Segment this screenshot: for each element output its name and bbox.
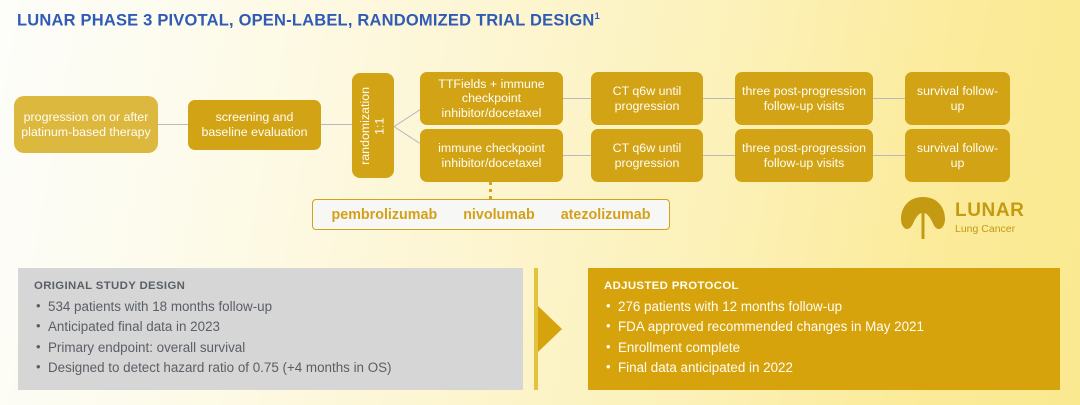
connector-screening-randomization [321,124,352,125]
connector-arm-a-treatment-imaging [563,98,591,99]
drug-pembrolizumab: pembrolizumab [331,206,438,223]
lunar-logo-text: LUNAR Lung Cancer [955,201,1025,235]
panel-divider [534,268,538,390]
transition-arrow-icon [538,306,562,352]
list-item: Anticipated final data in 2023 [34,316,507,337]
list-item: 276 patients with 12 months follow-up [604,296,1044,317]
list-item: Designed to detect hazard ratio of 0.75 … [34,357,507,378]
randomization-label: randomization 1:1 [358,86,387,165]
panel-original-heading: ORIGINAL STUDY DESIGN [34,280,186,292]
flow-box-arm-a-treatment: TTFields + immune checkpoint inhibitor/d… [420,72,563,125]
flow-box-arm-b-treatment: immune checkpoint inhibitor/docetaxel [420,129,563,182]
panel-adjusted-heading: ADJUSTED PROTOCOL [604,280,739,292]
drug-atezolizumab: atezolizumab [560,206,651,223]
flow-box-arm-a-imaging: CT q6w until progression [591,72,703,125]
connector-arm-a-visits-survival [873,98,905,99]
flow-box-arm-a-followup-visits: three post-progression follow-up visits [735,72,873,125]
panel-adjusted-protocol: ADJUSTED PROTOCOL 276 patients with 12 m… [588,268,1060,390]
lunar-logo: LUNAR Lung Cancer [900,196,1025,240]
connector-randomization-arm-a [394,109,421,127]
connector-dotted-drugs [489,182,492,199]
flow-box-arm-b-imaging: CT q6w until progression [591,129,703,182]
connector-arm-b-visits-survival [873,155,905,156]
flow-box-randomization: randomization 1:1 [352,73,394,178]
page-title-text: LUNAR PHASE 3 PIVOTAL, OPEN-LABEL, RANDO… [17,11,595,30]
flow-box-arm-b-survival: survival follow-up [905,129,1010,182]
list-item: Enrollment complete [604,337,1044,358]
drug-nivolumab: nivolumab [463,206,535,223]
flow-box-screening: screening and baseline evaluation [188,100,321,150]
connector-entry-screening [158,124,188,125]
panel-original-study-design: ORIGINAL STUDY DESIGN 534 patients with … [18,268,523,390]
connector-randomization-arm-b [393,126,420,144]
flow-box-entry: progression on or after platinum-based t… [14,96,158,153]
connector-arm-b-imaging-visits [703,155,735,156]
connector-arm-a-imaging-visits [703,98,735,99]
list-item: FDA approved recommended changes in May … [604,316,1044,337]
lunar-crescent-icon [900,196,946,240]
flow-box-arm-a-survival: survival follow-up [905,72,1010,125]
list-item: Primary endpoint: overall survival [34,337,507,358]
lunar-logo-subtitle: Lung Cancer [955,223,1016,236]
list-item: 534 patients with 18 months follow-up [34,296,507,317]
list-item: Final data anticipated in 2022 [604,357,1044,378]
connector-arm-b-treatment-imaging [563,155,591,156]
page-title-footnote-marker: 1 [594,11,600,22]
panel-adjusted-list: 276 patients with 12 months follow-up FD… [604,296,1044,379]
flow-box-arm-b-followup-visits: three post-progression follow-up visits [735,129,873,182]
drug-options-box: pembrolizumab nivolumab atezolizumab [312,199,670,230]
panel-original-list: 534 patients with 18 months follow-up An… [34,296,507,379]
page-title: LUNAR PHASE 3 PIVOTAL, OPEN-LABEL, RANDO… [17,11,600,31]
lunar-logo-name: LUNAR [955,200,1025,222]
